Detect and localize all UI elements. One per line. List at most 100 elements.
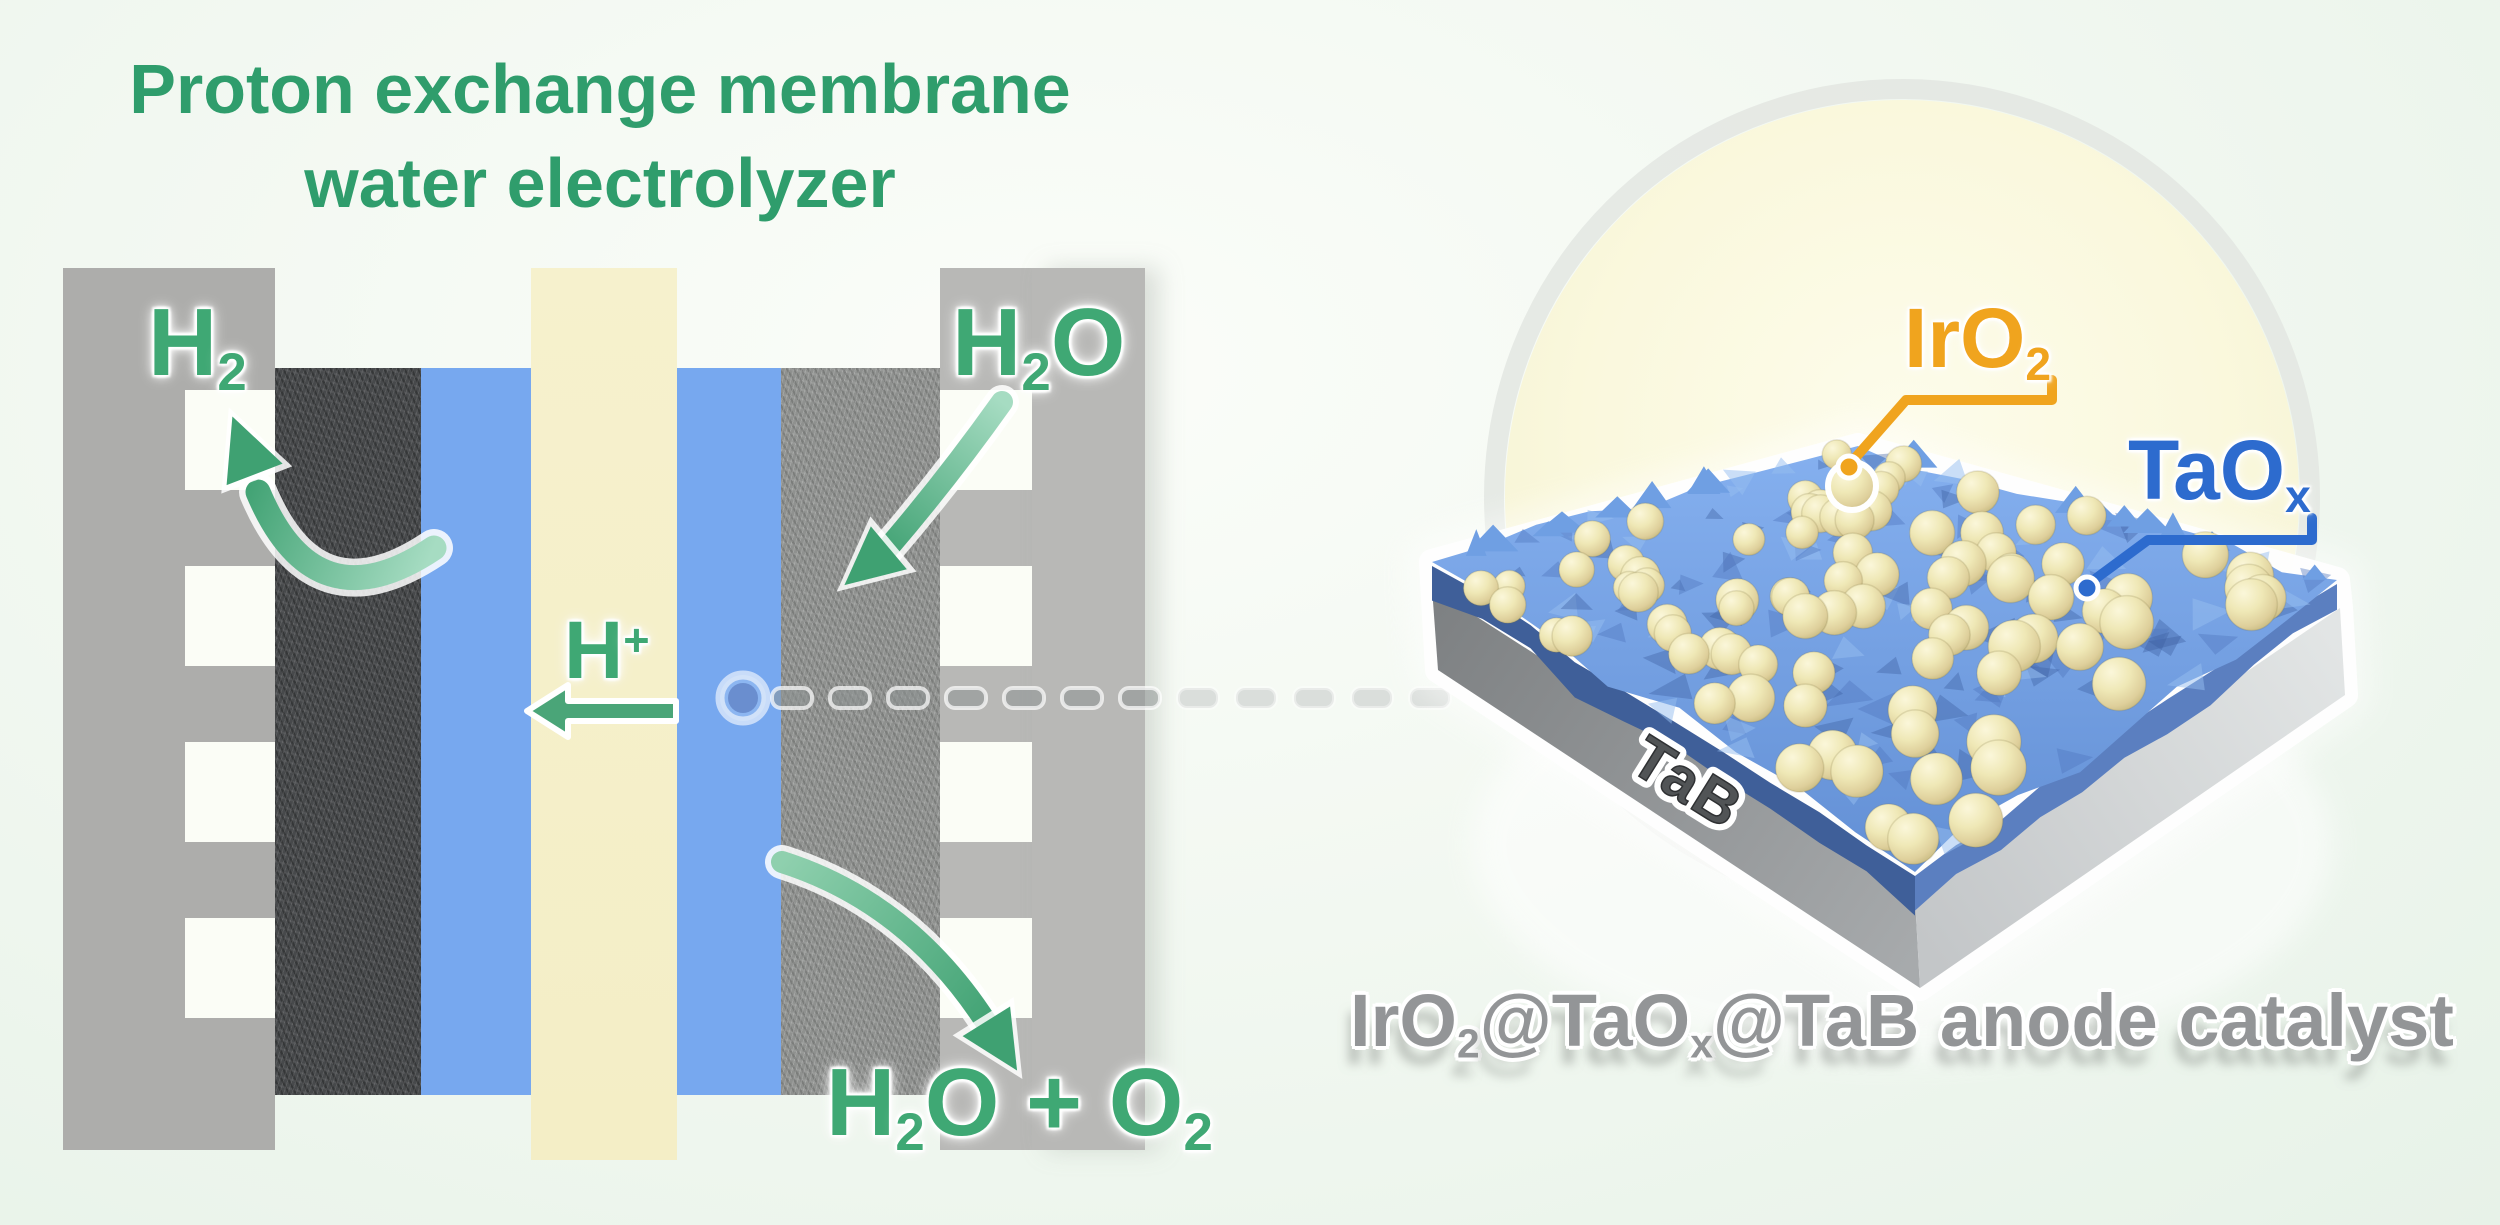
electrolyzer-diagram — [63, 268, 1145, 1160]
h2o-label-text: O — [1050, 289, 1126, 396]
surface-bump — [2167, 663, 2205, 691]
h2-label-sub: 2 — [217, 342, 247, 402]
outlet-label-sub: 2 — [1183, 1102, 1213, 1162]
surface-bump — [1931, 484, 1954, 503]
iro2-sphere — [1732, 522, 1766, 557]
cathode-gas-diffusion-layer — [275, 368, 421, 1095]
taox-label-text: TaO — [2128, 423, 2286, 517]
h2o-in-arrow — [836, 385, 1019, 592]
link-dash — [828, 686, 872, 710]
h2o-label-text: H — [952, 289, 1022, 396]
link-dash — [770, 686, 814, 710]
iro2-sphere — [1782, 592, 1829, 640]
surface-bump — [1857, 732, 1879, 750]
surface-bump — [1622, 536, 1649, 552]
caption-text: @TaB anode catalyst — [1712, 979, 2454, 1062]
skyline-bump — [2123, 508, 2172, 533]
surface-bump — [1712, 551, 1744, 582]
surface-bump — [1670, 579, 1686, 592]
h2o-label-sub: 2 — [1021, 342, 1051, 402]
proton-label-sup: + — [623, 614, 650, 666]
skyline-bump — [1467, 524, 1519, 552]
proton-label: H+ — [564, 604, 650, 698]
surface-bump — [1648, 697, 1678, 724]
h2-label: H2 — [148, 288, 247, 399]
surface-bump — [1722, 469, 1756, 496]
catalyst-block — [1405, 419, 2372, 1015]
iro2-sphere — [1617, 571, 1660, 613]
iro2-sphere — [1626, 502, 1665, 541]
caption-text: IrO — [1350, 979, 1457, 1062]
iro2-label: IrO2 — [1904, 290, 2051, 387]
iro2-sphere — [1774, 743, 1825, 793]
surface-bump — [1824, 680, 1874, 707]
skyline-bump — [1595, 496, 1640, 518]
h2-out-arrow — [221, 407, 453, 597]
left-flow-channel — [185, 742, 275, 842]
surface-bump — [1795, 542, 1823, 560]
taox-edge-right — [1915, 584, 2337, 911]
skyline-bump — [1532, 521, 1565, 537]
h2o-label: H2O — [952, 288, 1126, 399]
surface-bump — [2133, 632, 2170, 657]
cathode-catalyst-layer — [421, 368, 531, 1095]
surface-bump — [1703, 661, 1733, 680]
proton-label-text: H — [564, 605, 624, 696]
iro2-sphere — [1955, 470, 2000, 515]
link-dash — [1176, 686, 1220, 710]
title-line-1: Proton exchange membrane — [129, 50, 1071, 128]
proton-arrow — [524, 682, 679, 740]
surface-bump — [2142, 619, 2187, 653]
iro2-sphere — [1573, 520, 1612, 558]
outlet-label-text: O + O — [924, 1049, 1184, 1156]
surface-bump — [2056, 748, 2094, 774]
iro2-sphere — [1693, 682, 1737, 725]
iro2-sphere — [1830, 744, 1884, 799]
figure-title: Proton exchange membrane water electroly… — [95, 42, 1105, 230]
surface-bump — [2192, 598, 2232, 631]
surface-bump — [1771, 457, 1796, 474]
link-dash — [1060, 686, 1104, 710]
iro2-sphere — [1783, 683, 1828, 729]
iro2-sphere — [1986, 554, 2036, 604]
taox-label: TaOx — [2128, 422, 2311, 519]
iro2-sphere — [1976, 650, 2023, 697]
iro2-sphere — [1970, 739, 2027, 797]
surface-bump — [1597, 622, 1626, 643]
taox-label-sub: x — [2285, 469, 2311, 522]
surface-bump — [1722, 551, 1746, 573]
surface-bump — [1888, 770, 1913, 791]
link-dash — [1002, 686, 1046, 710]
surface-bump — [1933, 458, 1969, 486]
surface-bump — [1882, 581, 1910, 607]
iro2-sphere — [1551, 615, 1594, 657]
o2-out-arrow — [765, 845, 1023, 1080]
anode-gas-diffusion-layer — [781, 368, 940, 1095]
iro2-label-text: IrO — [1904, 291, 2026, 385]
iro2-sphere — [2015, 504, 2057, 546]
left-bipolar-plate-spine — [63, 268, 185, 1150]
iro2-sphere — [1911, 636, 1955, 681]
iro2-sphere — [2066, 495, 2107, 536]
left-flow-channel — [185, 918, 275, 1018]
caption-text: @TaO — [1479, 979, 1691, 1062]
iro2-sphere — [1488, 585, 1527, 624]
tab-substrate-right-face — [1915, 608, 2345, 988]
surface-bump — [1926, 694, 1969, 723]
outlet-label-text: H — [826, 1049, 896, 1156]
taox-edge-left — [1432, 566, 1915, 916]
outlet-label-sub: 2 — [895, 1102, 925, 1162]
iro2-sphere — [2224, 577, 2279, 632]
iro2-sphere — [1667, 632, 1710, 675]
iro2-sphere — [1558, 551, 1596, 589]
surface-bump — [1974, 684, 2002, 703]
iro2-sphere — [2099, 594, 2155, 650]
iro2-sphere — [1909, 752, 1964, 806]
iro2-sphere — [1785, 515, 1820, 550]
surface-bump — [2148, 635, 2182, 656]
right-flow-channel — [940, 742, 1032, 842]
title-line-2: water electrolyzer — [304, 144, 896, 222]
iro2-sphere — [1890, 709, 1940, 759]
outlet-label: H2O + O2 — [826, 1048, 1213, 1159]
